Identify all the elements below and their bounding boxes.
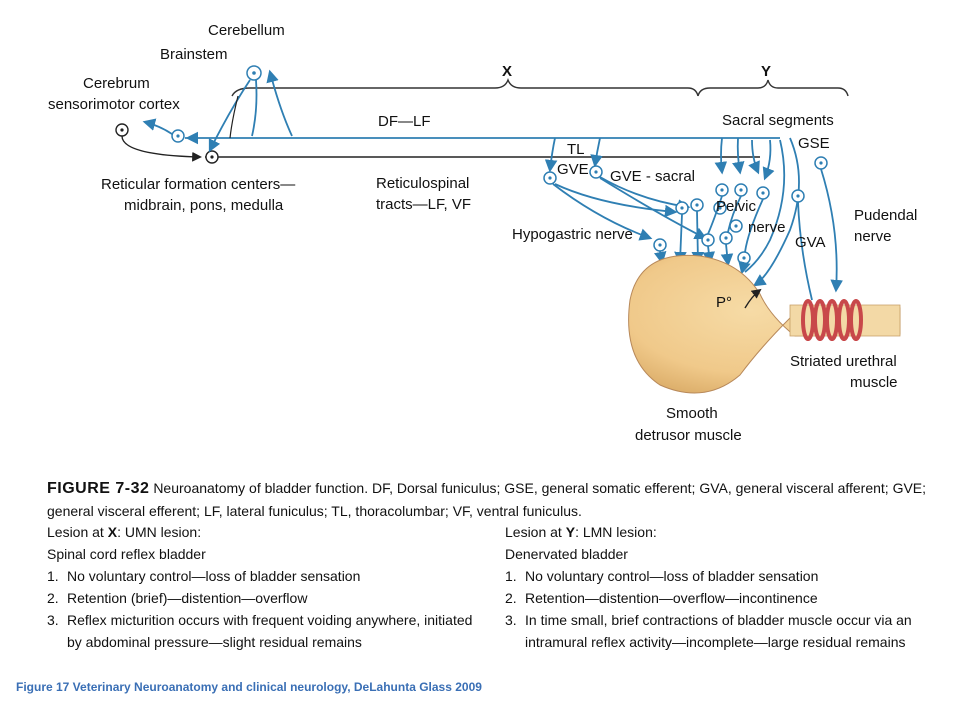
figure-number: FIGURE 7-32: [47, 480, 150, 497]
x-mark: X: [502, 63, 512, 80]
cerebellum-label: Cerebellum: [208, 22, 285, 39]
pudendal-label: Pudendal: [854, 207, 917, 224]
cerebrum-sub-label: sensorimotor cortex: [48, 96, 180, 113]
spinal-pathways: [544, 137, 800, 287]
figure-caption-text: Neuroanatomy of bladder function. DF, Do…: [47, 480, 927, 519]
gva-label: GVA: [795, 234, 826, 251]
brainstem-cerebellum: [208, 65, 293, 153]
tl-label: TL: [567, 141, 585, 158]
source-citation: Figure 17 Veterinary Neuroanatomy and cl…: [16, 680, 482, 694]
brainstem-label: Brainstem: [160, 46, 228, 63]
pelvic-label: Pelvic: [716, 198, 757, 215]
lesion-x-item: 3.Reflex micturition occurs with frequen…: [47, 612, 473, 650]
lesion-y-item: 1.No voluntary control—loss of bladder s…: [505, 568, 819, 584]
striated-sub-label: muscle: [850, 374, 898, 391]
reticulospinal-sub-label: tracts—LF, VF: [376, 196, 471, 213]
lesion-x-item: 1.No voluntary control—loss of bladder s…: [47, 568, 361, 584]
reticular-sub-label: midbrain, pons, medulla: [124, 197, 284, 214]
gse-label: GSE: [798, 135, 830, 152]
bladder: [628, 254, 901, 394]
lesion-y-title: Lesion at Y: LMN lesion:: [505, 524, 657, 540]
pelvic-sub-label: nerve: [748, 219, 786, 236]
y-mark: Y: [761, 63, 771, 80]
urethra-shape: [789, 304, 901, 337]
reticulospinal-label: Reticulospinal: [376, 175, 469, 192]
diagram-labels: Cerebellum Brainstem Cerebrum sensorimot…: [48, 22, 917, 444]
lesion-y-item: 2.Retention—distention—overflow—incontin…: [505, 590, 818, 606]
lesion-braces: X Y: [231, 63, 849, 97]
diagram: X Y: [48, 22, 917, 444]
lesion-y-item: 3.In time small, brief contractions of b…: [505, 612, 912, 650]
lesion-x-block: Lesion at X: UMN lesion: Spinal cord ref…: [47, 521, 487, 653]
figure-caption: FIGURE 7-32 Neuroanatomy of bladder func…: [47, 477, 927, 522]
striated-sphincter: [801, 299, 863, 341]
visceral-neurons: [543, 156, 843, 301]
lesion-y-subtitle: Denervated bladder: [505, 546, 628, 562]
striated-label: Striated urethral: [790, 353, 897, 370]
lesion-x-subtitle: Spinal cord reflex bladder: [47, 546, 206, 562]
gve-sacral-label: GVE - sacral: [610, 168, 695, 185]
smooth-sub-label: detrusor muscle: [635, 427, 742, 444]
pudendal-sub-label: nerve: [854, 228, 892, 245]
p-label: P°: [716, 294, 732, 311]
sacral-segments-label: Sacral segments: [722, 112, 834, 129]
hypogastric-label: Hypogastric nerve: [512, 226, 633, 243]
gve-label: GVE: [557, 161, 589, 178]
lesion-x-title: Lesion at X: UMN lesion:: [47, 524, 202, 540]
df-lf-label: DF—LF: [378, 113, 431, 130]
reticular-label: Reticular formation centers—: [101, 176, 295, 193]
descending-tracts: [185, 131, 780, 158]
lesion-y-block: Lesion at Y: LMN lesion: Denervated blad…: [505, 521, 945, 653]
lesion-x-item: 2.Retention (brief)—distention—overflow: [47, 590, 308, 606]
cerebrum-neurons: [115, 118, 219, 164]
cerebrum-label: Cerebrum: [83, 75, 150, 92]
smooth-label: Smooth: [666, 405, 718, 422]
